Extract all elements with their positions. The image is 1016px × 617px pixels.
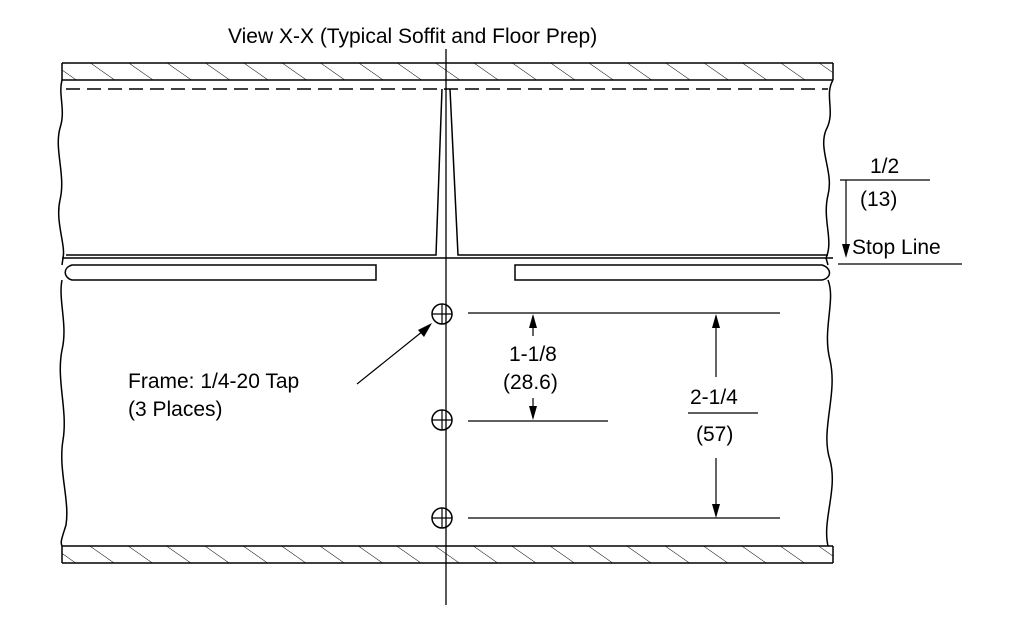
dim1-fraction: 1-1/8 [509,343,557,366]
tap-hole [431,507,453,529]
floor-strips [64,264,831,281]
dim1-metric: (28.6) [503,371,558,394]
stop-line-label: Stop Line [852,236,941,259]
top-dim-line [838,179,962,265]
dim2-metric: (57) [696,423,733,446]
frame-callout-label: Frame: 1/4-20 Tap [128,370,299,393]
top-dim-fraction: 1/2 [870,155,899,178]
dim1-line [529,314,537,420]
soffit-web [62,88,833,259]
left-break-line [57,79,68,547]
top-dim-metric: (13) [860,188,897,211]
right-break-line [822,79,834,547]
top-hatched-plate [61,62,834,81]
dim2-line [688,314,758,518]
tap-hole [431,409,453,431]
tap-hole [431,303,453,325]
extension-lines [468,312,780,519]
bottom-hatched-plate [61,545,834,564]
drawing-title: View X-X (Typical Soffit and Floor Prep) [228,25,597,48]
dim2-fraction: 2-1/4 [690,386,738,409]
frame-callout-leader [356,323,432,385]
frame-callout-places: (3 Places) [128,398,223,421]
